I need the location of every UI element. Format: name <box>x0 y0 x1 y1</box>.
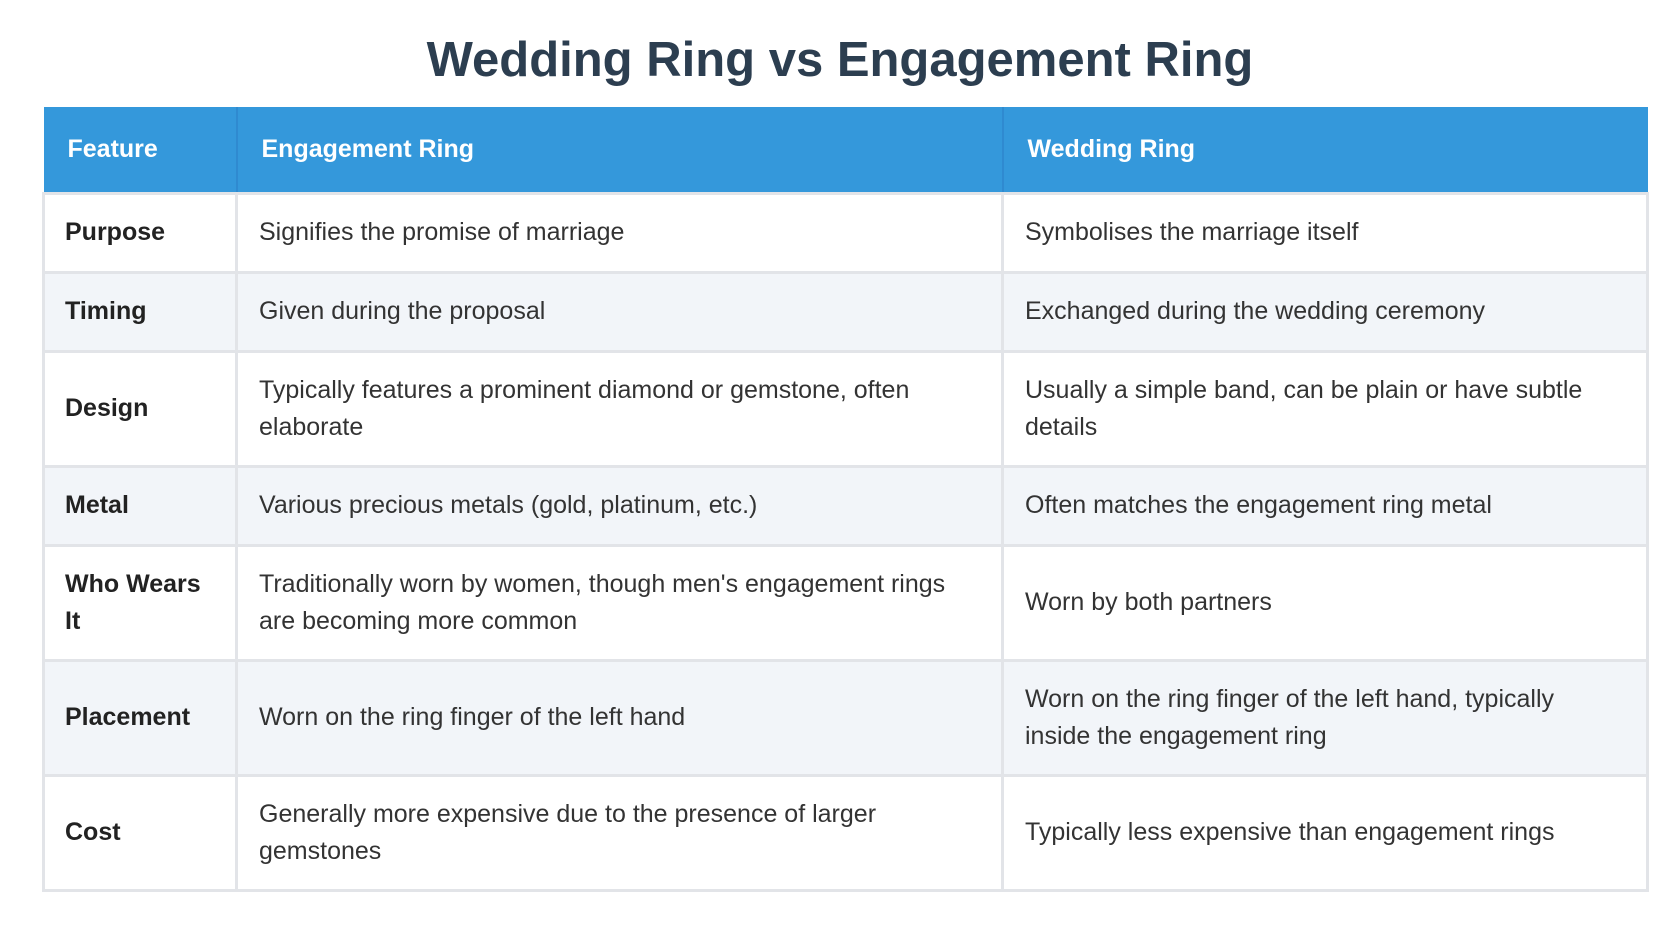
comparison-table: Feature Engagement Ring Wedding Ring Pur… <box>42 107 1649 892</box>
header-engagement-ring: Engagement Ring <box>236 107 1004 193</box>
row-engagement-cell: Worn on the ring finger of the left hand <box>235 658 1004 777</box>
row-feature-cell: Design <box>42 349 238 468</box>
row-engagement-cell: Typically features a prominent diamond o… <box>235 349 1004 468</box>
row-wedding-cell: Typically less expensive than engagement… <box>1001 773 1649 892</box>
table-row: Cost Generally more expensive due to the… <box>42 773 1649 892</box>
header-feature: Feature <box>43 107 238 193</box>
row-wedding-cell: Worn on the ring finger of the left hand… <box>1001 658 1649 777</box>
row-feature-cell: Placement <box>42 658 238 777</box>
table-row: Purpose Signifies the promise of marriag… <box>42 191 1649 274</box>
row-feature-cell: Metal <box>42 464 238 547</box>
row-engagement-cell: Signifies the promise of marriage <box>235 191 1004 274</box>
row-wedding-cell: Usually a simple band, can be plain or h… <box>1001 349 1649 468</box>
row-wedding-cell: Exchanged during the wedding ceremony <box>1001 270 1649 353</box>
row-wedding-cell: Often matches the engagement ring metal <box>1001 464 1649 547</box>
row-feature-cell: Who Wears It <box>42 543 238 662</box>
row-wedding-cell: Worn by both partners <box>1001 543 1649 662</box>
table-row: Design Typically features a prominent di… <box>42 349 1649 468</box>
table-row: Metal Various precious metals (gold, pla… <box>42 464 1649 547</box>
row-engagement-cell: Given during the proposal <box>235 270 1004 353</box>
row-engagement-cell: Traditionally worn by women, though men'… <box>235 543 1004 662</box>
table-row: Who Wears It Traditionally worn by women… <box>42 543 1649 662</box>
row-feature-cell: Timing <box>42 270 238 353</box>
row-wedding-cell: Symbolises the marriage itself <box>1001 191 1649 274</box>
row-feature-cell: Purpose <box>42 191 238 274</box>
table-header-row: Feature Engagement Ring Wedding Ring <box>43 107 1648 193</box>
header-wedding-ring: Wedding Ring <box>1002 107 1648 193</box>
table-row: Timing Given during the proposal Exchang… <box>42 270 1649 353</box>
row-engagement-cell: Generally more expensive due to the pres… <box>235 773 1004 892</box>
table-row: Placement Worn on the ring finger of the… <box>42 658 1649 777</box>
page-title: Wedding Ring vs Engagement Ring <box>426 33 1254 87</box>
row-feature-cell: Cost <box>42 773 238 892</box>
row-engagement-cell: Various precious metals (gold, platinum,… <box>235 464 1004 547</box>
